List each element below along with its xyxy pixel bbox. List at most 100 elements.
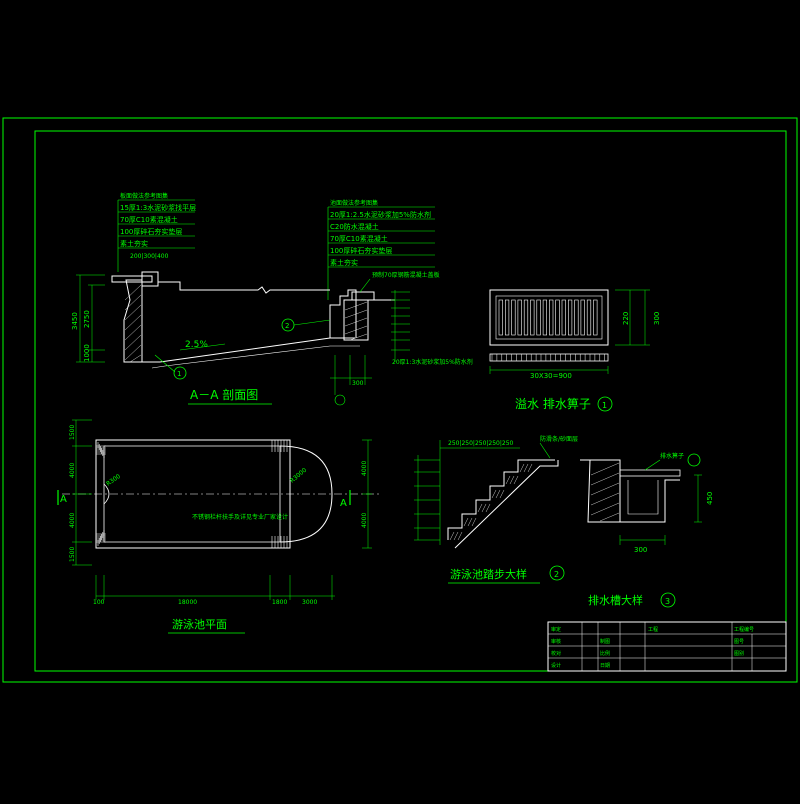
- stair-callout-text: 2: [554, 570, 559, 579]
- plan-left-dim-2: 1500: [69, 547, 76, 562]
- right-layer-0: 池面做法参考图集: [330, 199, 378, 207]
- grate-slot: [586, 299, 592, 336]
- section-mark-right: A: [340, 498, 347, 509]
- stair-hatch-line: [499, 489, 505, 499]
- right-layer-5: 素土夯实: [330, 258, 358, 267]
- deck-line: [158, 281, 330, 294]
- stair-hatch-line: [477, 503, 483, 513]
- left-layer-3: 100厚碎石夯实垫层: [120, 227, 182, 236]
- drain-callout: [660, 592, 676, 608]
- tb-label-6: 日期: [600, 663, 610, 669]
- drain-label-leader: [644, 459, 661, 471]
- bottom-note: 20厚1:3水泥砂浆加5%防水剂: [392, 358, 473, 366]
- right-note: 预制70厚钢筋混凝土盖板: [372, 271, 440, 279]
- plan-bottom-dim-2: 1800: [272, 599, 287, 606]
- plan-right-dim-0: 4000: [361, 461, 368, 476]
- drain-dim-1: 450: [706, 492, 714, 505]
- stair-hatch-line: [527, 463, 533, 473]
- drain-channel-inner: [627, 480, 659, 515]
- bottom-dim-0: 300: [352, 380, 364, 387]
- tb-label-2: 校对: [551, 650, 561, 657]
- right-coping: [351, 291, 375, 301]
- grate-slot: [536, 299, 541, 336]
- grate-slot: [530, 299, 535, 336]
- grate-outline: [489, 289, 609, 346]
- plan-outline-outer: [95, 439, 291, 549]
- plan-bottom-dim-1: 18000: [178, 599, 197, 606]
- grate-dim-0: 220: [622, 312, 630, 325]
- stair-hatch-line: [481, 503, 487, 513]
- stair-hatch-line: [523, 463, 529, 473]
- title-block: 审定 审核 校对 设计 制图 比例 日期 图别 工程 工程编号 图号: [547, 621, 787, 672]
- stair-callout: [549, 565, 565, 581]
- left-dims-lines: [76, 274, 105, 363]
- grate-slot: [580, 299, 585, 336]
- stair-hatch-line: [467, 517, 473, 527]
- title-block-grid: [548, 622, 786, 671]
- pool-floor-under: [151, 345, 360, 369]
- plan-note: 不锈钢栏杆扶手及详见专业厂家设计: [192, 513, 288, 521]
- outer-frame: [2, 117, 798, 683]
- inner-frame: [34, 130, 787, 672]
- drain-wall-hatch: [590, 462, 620, 522]
- grate-profile: [489, 353, 609, 362]
- grate-dim-1: 300: [653, 312, 661, 325]
- left-layer-1: 15厚1:3水泥砂浆找平层: [120, 203, 196, 212]
- left-steps: [96, 442, 106, 546]
- section-mark-left: A: [60, 494, 67, 505]
- left-dim-2: 1000: [83, 344, 91, 362]
- drain-callout-text: 3: [665, 597, 670, 606]
- right-layer-3: 70厚C10素混凝土: [330, 234, 388, 243]
- callout-2-text: 2: [285, 322, 289, 330]
- right-wall: [329, 289, 357, 338]
- callout-1: [173, 366, 187, 380]
- grate-slot: [517, 299, 522, 336]
- stair-hatch-line: [463, 517, 469, 527]
- grate-slot: [555, 299, 560, 336]
- stair-top-dims: 250|250|250|250|250: [448, 440, 514, 447]
- section-title: A－A 剖面图: [190, 388, 258, 402]
- slope-label: 2.5%: [185, 340, 208, 350]
- section-mark-small: [334, 394, 346, 406]
- left-layer-2: 70厚C10素混凝土: [120, 215, 178, 224]
- stair-hatch-line: [509, 475, 515, 485]
- tb-label-5: 比例: [600, 650, 610, 657]
- callout-1-leader: [154, 354, 176, 373]
- stair-title: 游泳池踏步大样: [450, 567, 527, 581]
- plan-left-dim-1: 4000: [69, 513, 76, 528]
- top-dims: 200|300|400: [130, 253, 169, 260]
- drain-label: 排水箅子: [660, 452, 684, 460]
- plan-bottom-dim-3: 3000: [302, 599, 317, 606]
- drain-title: 排水槽大样: [588, 593, 643, 607]
- stair-detail: 250|250|250|250|250 防滑条/砂面层 游泳池踏步大样 2: [414, 435, 578, 584]
- grate-slot: [504, 299, 510, 336]
- grate-slot: [542, 299, 547, 336]
- stair-profile: [447, 459, 555, 540]
- stair-hatch-line: [513, 475, 519, 485]
- right-layer-1: 20厚1:2.5水泥砂浆加5%防水剂: [330, 210, 431, 219]
- grate-slot: [549, 299, 554, 336]
- tb-label-0: 审定: [551, 626, 561, 633]
- stair-hatch-line: [471, 517, 477, 527]
- left-coping: [111, 275, 153, 283]
- left-dim-0: 3450: [71, 312, 79, 330]
- drain-detail: 排水箅子 300 450 排水槽大样 3: [580, 452, 714, 608]
- drain-dims-lines: [619, 474, 702, 545]
- right-wall-hatch: [344, 301, 368, 341]
- right-layer-4: 100厚碎石夯实垫层: [330, 246, 392, 255]
- grate-slot: [567, 299, 573, 336]
- stair-underside: [454, 460, 559, 549]
- plan-left-arc: [103, 483, 110, 505]
- left-layer-notes: [117, 199, 195, 272]
- left-gutter: [141, 271, 159, 287]
- grate-slot: [574, 299, 579, 336]
- stair-hatch-line: [505, 475, 511, 485]
- grate-inner: [495, 295, 603, 340]
- stair-label-leader: [539, 442, 551, 459]
- stair-hatch: [449, 463, 533, 541]
- plan-bottom-dims: [95, 575, 335, 600]
- grate-slot: [561, 299, 566, 336]
- plan-right-dim-1: 4000: [361, 513, 368, 528]
- plan-left-dim-3: 1500: [69, 425, 76, 440]
